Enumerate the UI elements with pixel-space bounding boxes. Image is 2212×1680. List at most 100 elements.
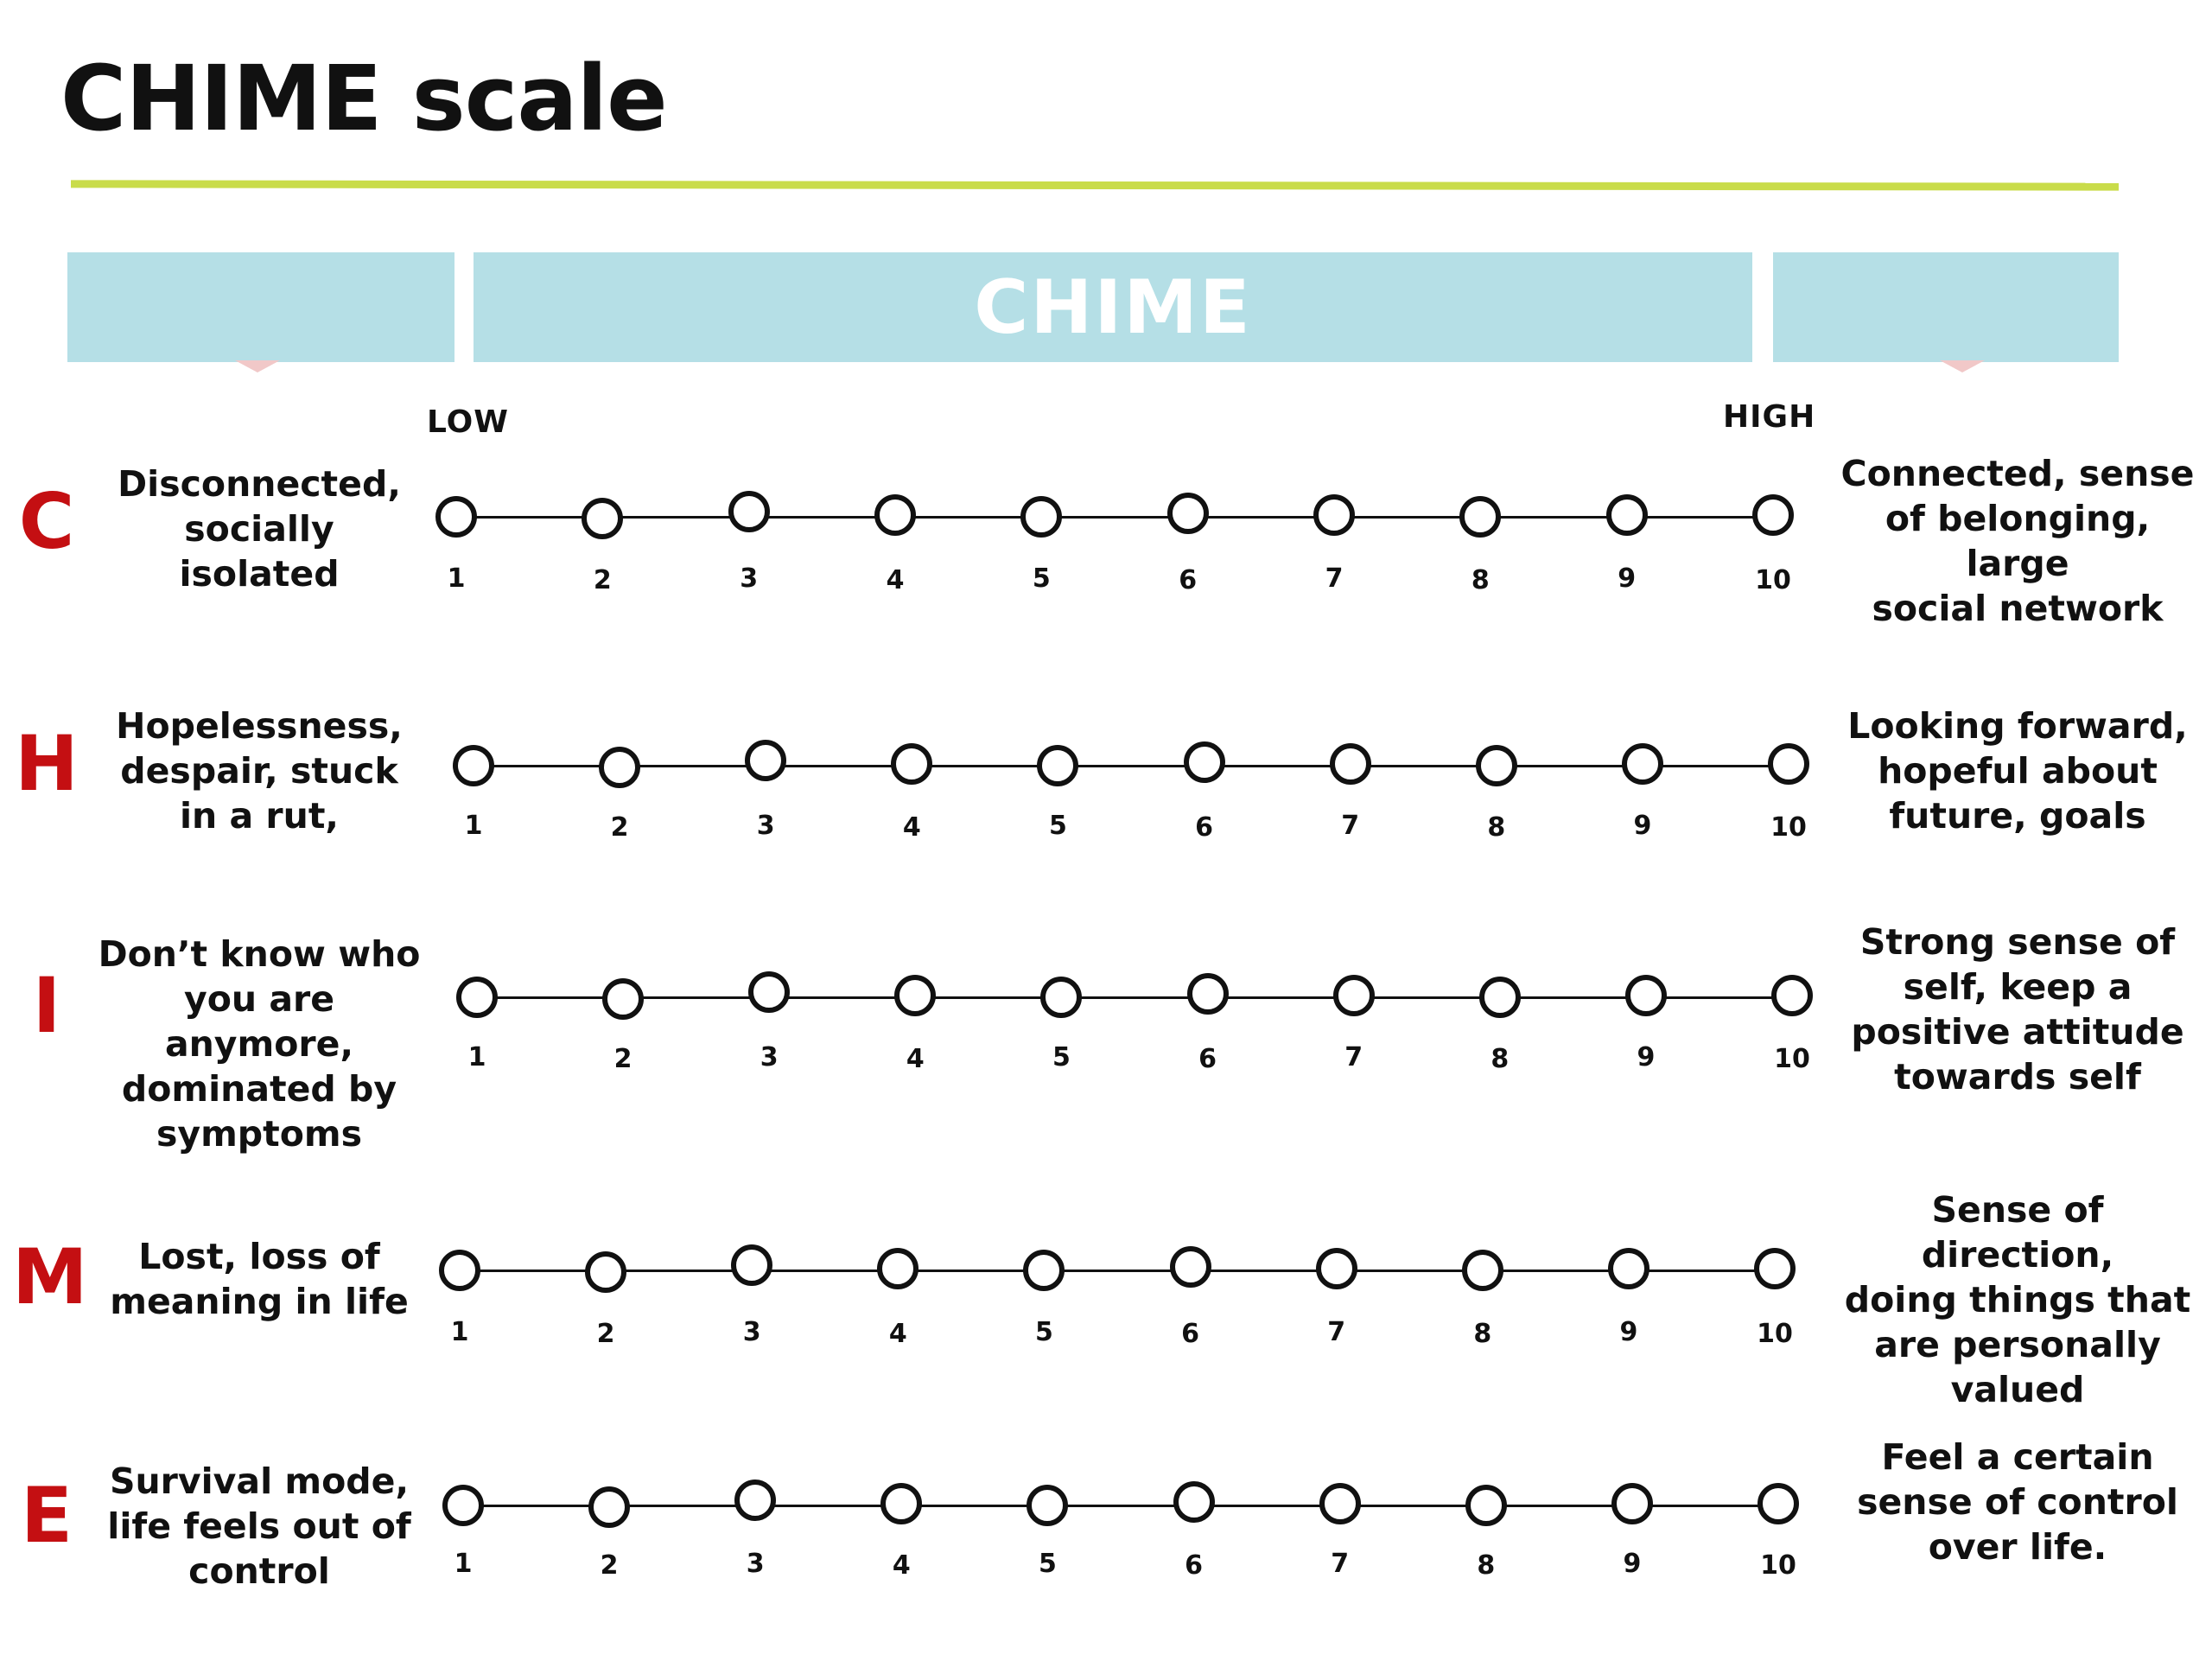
rating-option-3[interactable] <box>728 491 770 532</box>
rating-number: 3 <box>760 1042 779 1072</box>
rating-option-4[interactable] <box>874 494 916 536</box>
rating-number: 7 <box>1325 563 1344 594</box>
scale-line <box>474 765 1789 767</box>
low-description: Hopelessness, despair, stuck in a rut, <box>116 705 403 837</box>
rating-option-1[interactable] <box>442 1485 484 1526</box>
rating-option-3[interactable] <box>734 1480 777 1521</box>
rating-option-9[interactable] <box>1621 743 1663 785</box>
rating-option-8[interactable] <box>1465 1485 1507 1526</box>
rating-option-7[interactable] <box>1315 1248 1357 1289</box>
rating-number: 10 <box>1755 565 1791 595</box>
rating-number: 1 <box>454 1549 473 1579</box>
title-underline <box>70 180 2120 191</box>
rating-number: 10 <box>1770 812 1807 843</box>
rating-number: 2 <box>610 812 629 843</box>
rating-number: 1 <box>467 1042 486 1072</box>
rating-option-3[interactable] <box>748 971 791 1013</box>
rating-option-7[interactable] <box>1319 1483 1361 1524</box>
rating-number: 8 <box>1473 1319 1492 1349</box>
rating-option-2[interactable] <box>602 978 645 1020</box>
rating-option-4[interactable] <box>891 743 933 785</box>
rating-option-5[interactable] <box>1020 496 1063 538</box>
rating-number: 3 <box>740 563 759 594</box>
rating-option-10[interactable] <box>1768 743 1809 785</box>
rating-option-9[interactable] <box>1607 1248 1649 1289</box>
row-letter: M <box>12 1232 88 1321</box>
rating-number: 6 <box>1181 1319 1199 1349</box>
rating-number: 9 <box>1619 1317 1638 1347</box>
low-description: Don’t know who you are anymore, dominate… <box>98 933 421 1155</box>
rating-number: 7 <box>1331 1549 1350 1579</box>
rating-option-9[interactable] <box>1605 494 1648 536</box>
rating-option-6[interactable] <box>1173 1481 1215 1523</box>
high-description: Sense of direction, doing things that ar… <box>1844 1189 2191 1410</box>
rating-option-7[interactable] <box>1329 743 1371 785</box>
rating-option-3[interactable] <box>731 1244 773 1286</box>
rating-option-5[interactable] <box>1023 1250 1065 1291</box>
rating-number: 10 <box>1757 1319 1793 1349</box>
rating-option-6[interactable] <box>1183 741 1225 783</box>
rating-option-4[interactable] <box>880 1483 923 1524</box>
rating-number: 1 <box>450 1317 469 1347</box>
rating-number: 6 <box>1185 1550 1203 1581</box>
row-letter: I <box>32 961 61 1050</box>
chime-row-i: I Don’t know who you are anymore, dominat… <box>0 921 2212 1174</box>
rating-number: 3 <box>756 811 775 841</box>
rating-number: 4 <box>892 1550 911 1581</box>
rating-number: 9 <box>1637 1042 1656 1072</box>
rating-option-5[interactable] <box>1037 745 1079 786</box>
page-title: CHIME scale <box>60 46 668 151</box>
high-description: Connected, sense of belonging, large soc… <box>1840 453 2195 629</box>
rating-option-8[interactable] <box>1459 496 1502 538</box>
rating-option-8[interactable] <box>1475 745 1517 786</box>
banner-left-notch <box>235 360 280 372</box>
rating-option-1[interactable] <box>456 977 498 1018</box>
rating-number: 3 <box>742 1317 761 1347</box>
high-description: Feel a certain sense of control over lif… <box>1857 1436 2178 1568</box>
rating-number: 5 <box>1032 563 1051 594</box>
rating-number: 9 <box>1618 563 1637 594</box>
scale-line <box>463 1505 1778 1507</box>
rating-option-9[interactable] <box>1624 975 1667 1016</box>
rating-option-2[interactable] <box>599 747 641 788</box>
rating-option-6[interactable] <box>1166 493 1209 534</box>
row-letter: H <box>15 719 79 808</box>
rating-option-7[interactable] <box>1332 975 1375 1016</box>
rating-option-2[interactable] <box>585 1251 627 1293</box>
banner-right-block <box>1773 252 2119 362</box>
rating-option-9[interactable] <box>1611 1483 1653 1524</box>
rating-option-6[interactable] <box>1169 1246 1211 1288</box>
rating-option-5[interactable] <box>1040 977 1083 1018</box>
rating-option-1[interactable] <box>435 496 477 538</box>
rating-option-6[interactable] <box>1186 973 1229 1015</box>
rating-number: 4 <box>888 1319 907 1349</box>
rating-number: 8 <box>1477 1550 1496 1581</box>
rating-option-3[interactable] <box>745 740 787 781</box>
rating-option-10[interactable] <box>1754 1248 1796 1289</box>
rating-option-2[interactable] <box>582 498 624 539</box>
banner-left-block <box>67 252 454 362</box>
rating-option-10[interactable] <box>1771 975 1813 1016</box>
rating-number: 5 <box>1052 1042 1071 1072</box>
rating-option-4[interactable] <box>894 975 937 1016</box>
row-letter: E <box>20 1471 73 1560</box>
rating-number: 6 <box>1179 565 1198 595</box>
rating-option-5[interactable] <box>1027 1485 1069 1526</box>
rating-option-4[interactable] <box>877 1248 919 1289</box>
rating-option-1[interactable] <box>453 745 494 786</box>
rating-option-7[interactable] <box>1313 494 1355 536</box>
low-description: Lost, loss of meaning in life <box>110 1236 409 1322</box>
rating-number: 8 <box>1491 1044 1510 1074</box>
rating-option-10[interactable] <box>1752 494 1794 536</box>
rating-option-8[interactable] <box>1461 1250 1503 1291</box>
rating-option-1[interactable] <box>439 1250 480 1291</box>
rating-option-10[interactable] <box>1758 1483 1799 1524</box>
rating-option-2[interactable] <box>588 1486 631 1528</box>
rating-number: 4 <box>906 1044 925 1074</box>
rating-number: 4 <box>902 812 921 843</box>
banner-title: CHIME <box>974 264 1252 351</box>
rating-option-8[interactable] <box>1478 977 1521 1018</box>
